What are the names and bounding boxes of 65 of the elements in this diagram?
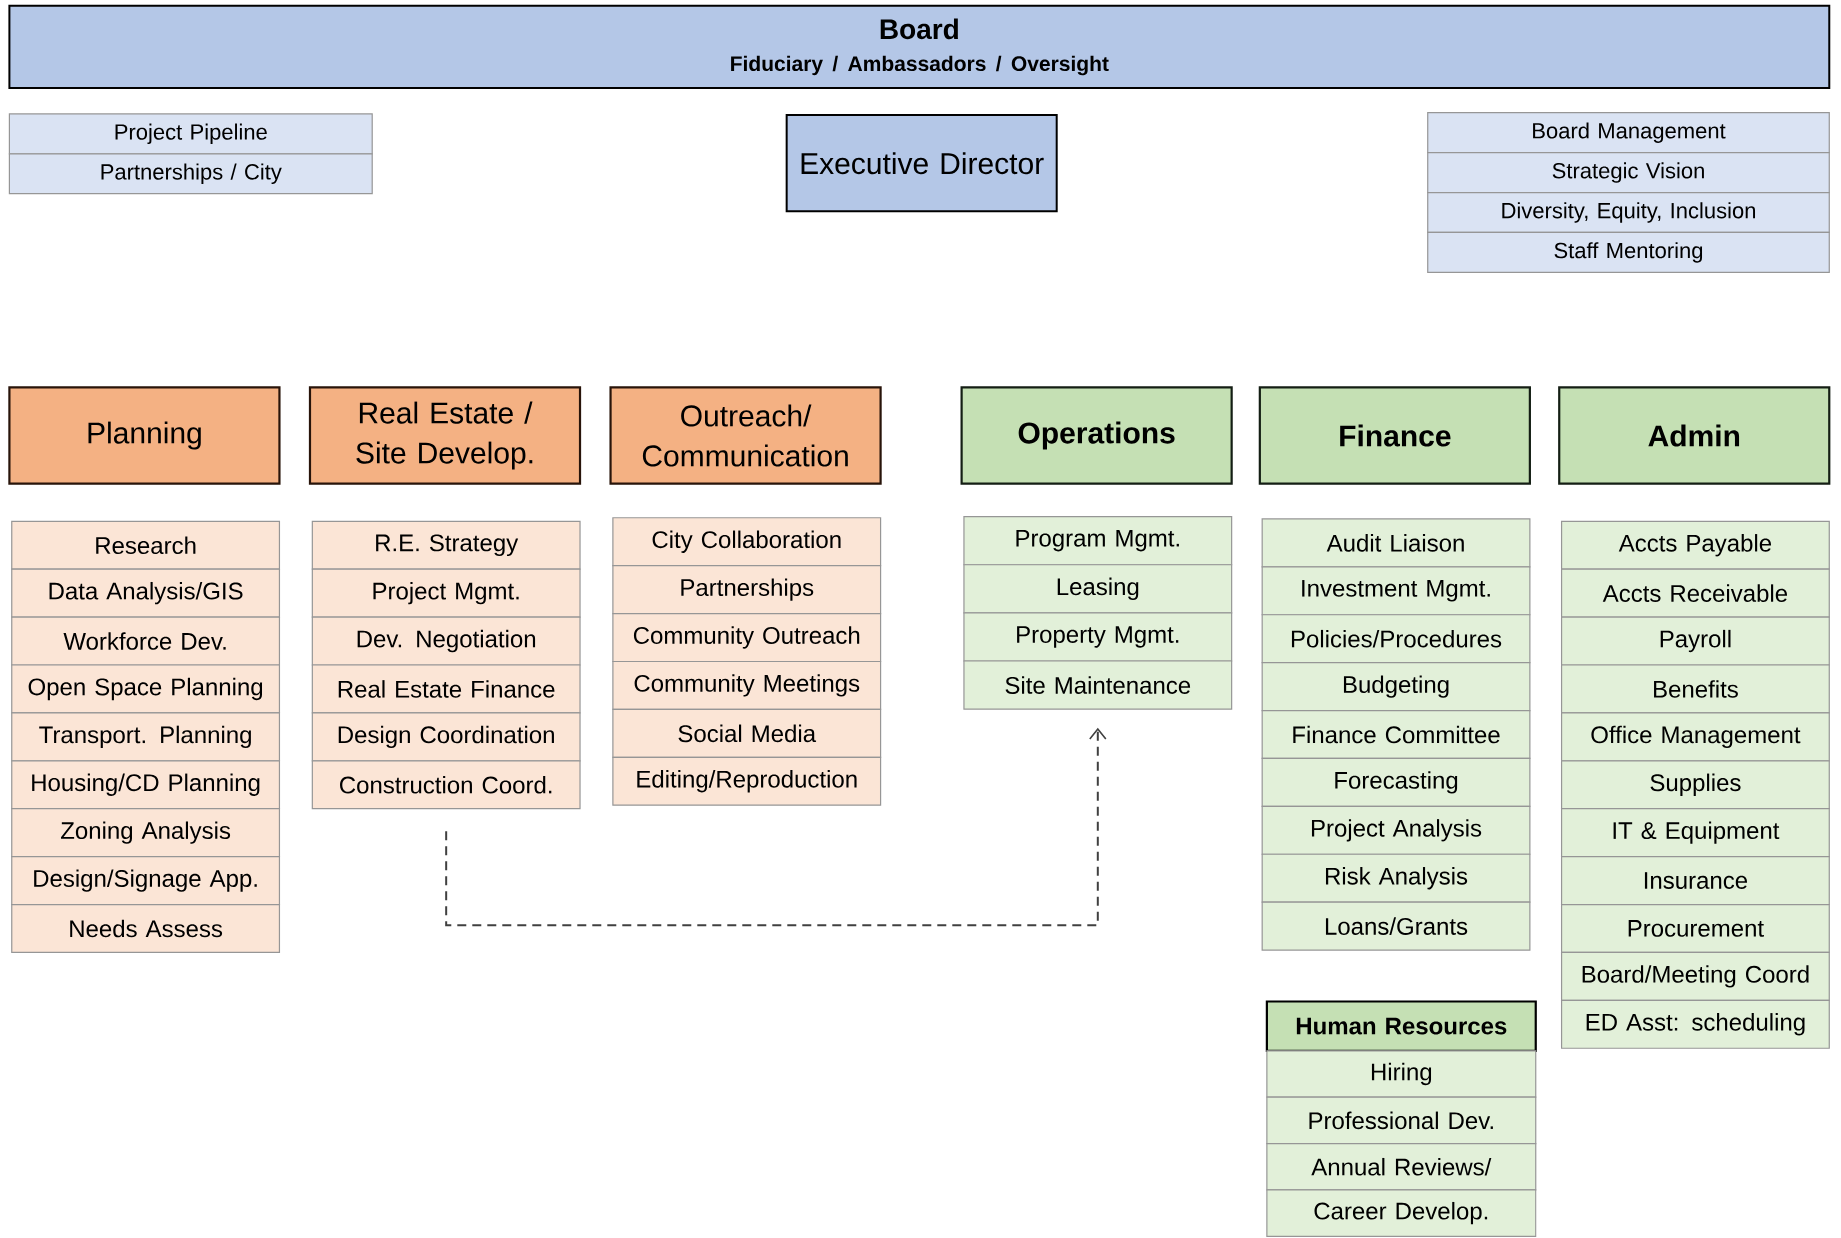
department-header: Admin: [1558, 386, 1831, 486]
task-cell: Project Mgmt.: [311, 568, 581, 618]
department-header: Operations: [960, 386, 1233, 486]
department-header: Real Estate / Site Develop.: [308, 386, 582, 486]
task-cell: Office Management: [1560, 712, 1830, 762]
task-cell: Career Develop.: [1266, 1189, 1537, 1238]
department-header: Human Resources: [1265, 1000, 1537, 1053]
task-cell: Leasing: [963, 564, 1233, 614]
task-cell: Accts Payable: [1560, 520, 1830, 571]
task-cell: Research: [11, 520, 281, 571]
task-cell: Community Meetings: [612, 661, 882, 711]
task-cell: Benefits: [1560, 664, 1830, 714]
task-cell: Real Estate Finance: [311, 664, 581, 714]
task-cell: Supplies: [1560, 760, 1830, 810]
task-cell: Construction Coord.: [311, 760, 581, 810]
task-cell: Forecasting: [1261, 758, 1531, 808]
task-cell: Site Maintenance: [963, 660, 1233, 710]
responsibility-cell: Diversity, Equity, Inclusion: [1427, 192, 1830, 234]
task-cell: Program Mgmt.: [963, 516, 1233, 566]
task-cell: Insurance: [1560, 856, 1830, 906]
department-header: Outreach/ Communication: [609, 386, 882, 486]
task-cell: Project Analysis: [1261, 806, 1531, 856]
task-cell: Social Media: [612, 709, 882, 759]
task-cell: Budgeting: [1261, 662, 1531, 712]
responsibility-cell: Project Pipeline: [8, 113, 373, 155]
task-cell: Data Analysis/GIS: [11, 568, 281, 618]
task-cell: R.E. Strategy: [311, 520, 581, 571]
task-cell: Transport. Planning: [11, 712, 281, 762]
task-cell: Workforce Dev.: [11, 616, 281, 666]
task-cell: Finance Committee: [1261, 710, 1531, 760]
task-cell: Loans/Grants: [1261, 901, 1531, 951]
task-cell: Risk Analysis: [1261, 853, 1531, 903]
department-header: Finance: [1258, 386, 1531, 486]
task-cell: Professional Dev.: [1266, 1096, 1537, 1145]
task-cell: Design/Signage App.: [11, 856, 281, 906]
responsibility-cell: Partnerships / City: [8, 153, 373, 195]
task-cell: Procurement: [1560, 904, 1830, 954]
responsibility-cell: Board Management: [1427, 112, 1830, 154]
task-cell: Audit Liaison: [1261, 518, 1531, 568]
task-cell: Accts Receivable: [1560, 568, 1830, 618]
responsibility-cell: Strategic Vision: [1427, 152, 1830, 194]
arrow: [445, 728, 1107, 927]
task-cell: Community Outreach: [612, 613, 882, 663]
task-cell: Annual Reviews/: [1266, 1143, 1537, 1191]
task-cell: Hiring: [1266, 1050, 1537, 1099]
task-cell: Board/Meeting Coord: [1560, 952, 1830, 1002]
department-header: Planning: [8, 386, 281, 486]
task-cell: Zoning Analysis: [11, 808, 281, 858]
task-cell: Design Coordination: [311, 712, 581, 762]
task-cell: IT & Equipment: [1560, 808, 1830, 858]
task-cell: Editing/Reproduction: [612, 756, 882, 807]
director-box: Executive Director: [785, 114, 1058, 213]
task-cell: Policies/Procedures: [1261, 614, 1531, 664]
task-cell: ED Asst: scheduling: [1560, 1000, 1830, 1050]
responsibility-cell: Staff Mentoring: [1427, 232, 1830, 274]
task-cell: Housing/CD Planning: [11, 760, 281, 810]
task-cell: Needs Assess: [11, 904, 281, 954]
task-cell: Partnerships: [612, 565, 882, 615]
task-cell: Dev. Negotiation: [311, 616, 581, 666]
task-cell: Payroll: [1560, 616, 1830, 666]
task-cell: City Collaboration: [612, 517, 882, 567]
task-cell: Investment Mgmt.: [1261, 566, 1531, 616]
task-cell: Property Mgmt.: [963, 612, 1233, 662]
board-box: Board Fiduciary / Ambassadors / Oversight: [8, 5, 1831, 90]
task-cell: Open Space Planning: [11, 664, 281, 714]
